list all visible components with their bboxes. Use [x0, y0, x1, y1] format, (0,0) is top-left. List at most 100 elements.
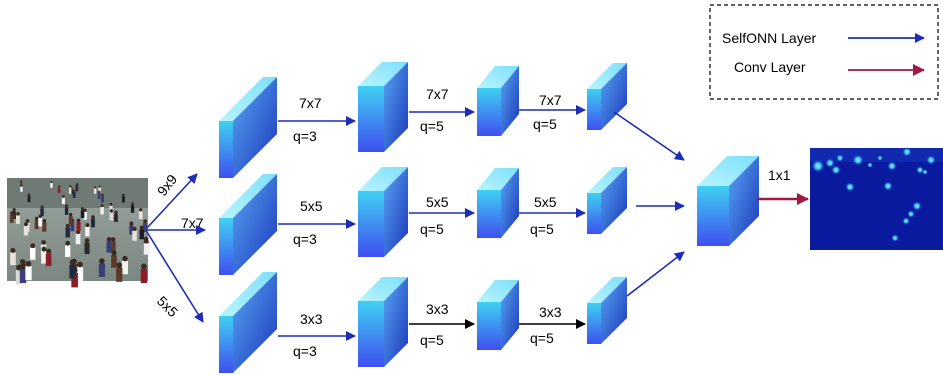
block-merged	[697, 156, 759, 246]
branch-2: 5x5 q=3 5x5 q=5 5x5 q=5	[278, 194, 685, 247]
crowd-person	[40, 208, 44, 217]
b3-s2-q: q=5	[420, 332, 444, 348]
crowd-person-head	[20, 184, 23, 187]
crowd-person	[101, 196, 104, 203]
block-b1-3	[587, 63, 627, 130]
density-blob	[883, 181, 893, 191]
block-b2-0	[219, 174, 277, 275]
crowd-person-head	[20, 180, 23, 183]
crowd-person	[57, 187, 61, 193]
density-blob	[831, 165, 841, 175]
crowd-person-head	[139, 208, 143, 212]
crowd-person-head	[72, 189, 76, 193]
crowd-person	[97, 193, 101, 200]
crowd-person	[121, 260, 129, 275]
crowd-person-head	[84, 238, 90, 243]
crowd-person-head	[75, 184, 78, 187]
crowd-person	[100, 206, 104, 215]
crowd-person-head	[91, 215, 95, 219]
b3-s3-kernel: 3x3	[539, 304, 562, 320]
crowd-person	[20, 186, 23, 192]
feature-blocks	[219, 62, 759, 373]
crowd-person	[16, 215, 20, 224]
crowd-person	[20, 182, 23, 187]
crowd-person	[106, 241, 112, 253]
crowd-person	[116, 267, 123, 282]
crowd-person	[50, 182, 53, 188]
b3-s3-q: q=5	[530, 330, 554, 346]
crowd-person-head	[20, 263, 26, 270]
branch-label-9x9: 9x9	[154, 171, 181, 199]
arrow-input-to-branch-3	[146, 231, 204, 323]
crowd-person-head	[85, 223, 90, 227]
b2-s2-kernel: 5x5	[426, 194, 449, 210]
crowd-person	[130, 205, 135, 213]
block-b2-3	[587, 167, 627, 234]
arrow-input-to-branch-1	[146, 173, 198, 229]
crowd-person	[34, 220, 39, 230]
crowd-person-head	[98, 185, 101, 188]
crowd-person	[75, 233, 81, 245]
b1-s2-kernel: 7x7	[426, 86, 449, 102]
crowd-person	[25, 266, 32, 281]
crowd-person	[27, 195, 31, 203]
branch-3: 3x3 q=3 3x3 q=5 3x3 q=5	[278, 251, 685, 359]
legend-frame	[709, 4, 939, 100]
crowd-person-head	[25, 260, 32, 267]
crowd-person	[15, 270, 23, 285]
crowd-person-head	[58, 185, 61, 188]
crowd-person	[110, 241, 116, 253]
crowd-people	[9, 180, 149, 288]
density-blobs	[811, 147, 936, 242]
crowd-person-head	[100, 204, 104, 208]
crowd-person	[98, 263, 105, 278]
crowd-person	[61, 197, 65, 205]
crowd-person	[139, 229, 144, 240]
legend: SelfONN Layer Conv Layer	[709, 4, 939, 100]
crowd-person	[42, 222, 47, 232]
crowd-person	[65, 227, 70, 238]
crowd-person-head	[34, 216, 39, 221]
crowd-person	[69, 264, 76, 279]
density-blob	[852, 154, 864, 166]
crowd-person	[91, 218, 95, 228]
legend-selfonn-label: SelfONN Layer	[722, 30, 816, 46]
b2-s1-kernel: 5x5	[300, 198, 323, 214]
block-b1-1	[358, 62, 408, 152]
crowd-person	[75, 186, 78, 192]
crowd-person-head	[12, 208, 16, 212]
crowd-person-head	[139, 225, 144, 230]
input-crowd-image	[7, 178, 149, 288]
crowd-person-head	[41, 240, 46, 245]
crowd-person	[114, 213, 118, 222]
crowd-person	[143, 222, 148, 232]
crowd-person-head	[42, 219, 47, 223]
crowd-person	[129, 225, 134, 235]
density-blob	[902, 147, 912, 157]
crowd-person-head	[46, 248, 52, 254]
block-b2-2	[477, 168, 519, 238]
block-b3-2	[477, 280, 519, 350]
crowd-person	[68, 187, 72, 193]
b3-s1-q: q=3	[293, 343, 317, 359]
crowd-person-head	[62, 195, 65, 198]
b3-s2-kernel: 3x3	[426, 301, 449, 317]
crowd-person	[76, 267, 84, 281]
b2-s2-q: q=5	[420, 221, 444, 237]
crowd-person-head	[141, 263, 147, 270]
density-blob	[825, 158, 835, 168]
crowd-person	[65, 245, 71, 257]
crowd-person	[19, 268, 27, 284]
density-blob	[922, 169, 928, 175]
b2-s1-q: q=3	[293, 231, 317, 247]
crowd-person	[23, 225, 29, 236]
arrow-b3-to-merge	[626, 251, 685, 297]
density-blob	[887, 161, 897, 171]
crowd-person-head	[106, 237, 112, 242]
density-blob	[912, 201, 922, 211]
density-blob	[845, 182, 855, 192]
crowd-person	[68, 216, 73, 225]
crowd-person-head	[76, 218, 81, 223]
crowd-person-head	[65, 204, 69, 208]
density-blob	[891, 234, 899, 242]
